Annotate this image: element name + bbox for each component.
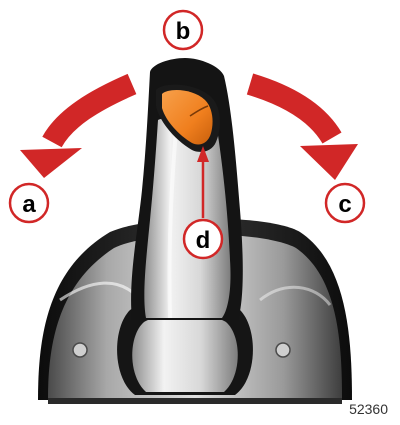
callout-d-label: d [196,227,211,254]
callout-c: c [324,182,366,224]
arrow-up-icon [197,146,209,218]
callout-b: b [162,9,204,51]
curved-arrow-left-icon [20,73,137,178]
callout-c-label: c [338,191,351,218]
neutral-lock-button [156,84,220,152]
figure-number: 52360 [349,401,388,417]
callout-b-label: b [176,18,191,45]
callout-a: a [8,182,50,224]
right-screw-icon [275,342,291,358]
callout-a-label: a [22,191,36,218]
curved-arrow-right-icon [246,73,358,180]
left-screw-icon [72,342,88,358]
lever-hub [117,299,253,395]
callout-d: d [182,218,224,260]
